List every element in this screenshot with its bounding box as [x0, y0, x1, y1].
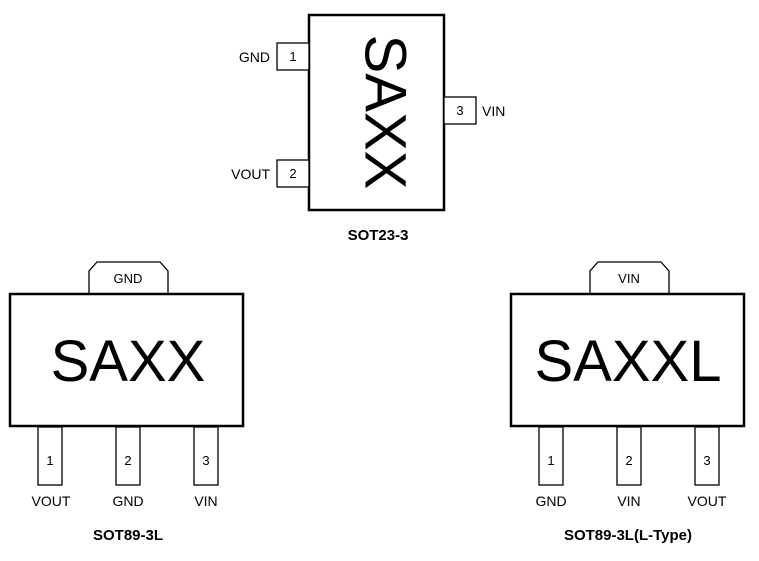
sot89-pin-2: [115, 426, 141, 486]
sot89-marking: SAXX: [51, 329, 206, 394]
sot89l-pin-2-label: VIN: [617, 493, 640, 509]
sot89l-pin-2-number: 2: [625, 453, 632, 468]
sot89l-pin-3: [694, 426, 720, 486]
sot23-pin-3: [443, 96, 477, 125]
sot23-pin-2: [276, 159, 310, 188]
sot23-pin-1-number: 1: [289, 49, 296, 64]
sot23-pin-3-label: VIN: [482, 103, 505, 119]
sot89-package: GND SAXX 1 VOUT 2 GND 3 VIN SOT89-3L: [8, 261, 245, 544]
sot89-caption: SOT89-3L: [93, 527, 163, 544]
sot23-pin-1: [276, 42, 310, 71]
sot89-pin-1-label: VOUT: [32, 493, 71, 509]
sot23-pin-2-label: VOUT: [231, 166, 270, 182]
sot89-pin-1-number: 1: [46, 453, 53, 468]
sot89-tab-label: GND: [114, 271, 143, 286]
sot23-package: SAXX 1 GND 2 VOUT 3 VIN SOT23-3: [231, 13, 505, 244]
sot23-pin-2-number: 2: [289, 166, 296, 181]
sot89-pin-3: [193, 426, 219, 486]
sot89l-tab: [589, 261, 670, 294]
sot23-body: [307, 13, 446, 212]
sot23-caption: SOT23-3: [348, 227, 409, 244]
sot23-pin-1-label: GND: [239, 49, 270, 65]
sot89l-body: [509, 292, 746, 428]
sot89-body: [8, 292, 245, 428]
sot89l-pin-2: [616, 426, 642, 486]
sot89-pin-2-number: 2: [124, 453, 131, 468]
sot89l-marking: SAXXL: [535, 329, 722, 394]
sot89-tab: [88, 261, 169, 294]
sot89-pin-2-label: GND: [112, 493, 143, 509]
sot23-pin-3-number: 3: [456, 103, 463, 118]
sot89l-caption: SOT89-3L(L-Type): [564, 527, 692, 544]
sot23-marking: SAXX: [353, 35, 418, 190]
sot89-pin-3-label: VIN: [194, 493, 217, 509]
sot89l-tab-label: VIN: [618, 271, 640, 286]
sot89-pin-1: [37, 426, 63, 486]
sot89l-pin-1-number: 1: [547, 453, 554, 468]
sot89l-pin-1: [538, 426, 564, 486]
sot89-pin-3-number: 3: [202, 453, 209, 468]
sot89l-pin-3-label: VOUT: [688, 493, 727, 509]
sot89l-pin-3-number: 3: [703, 453, 710, 468]
sot89l-pin-1-label: GND: [535, 493, 566, 509]
sot89l-package: VIN SAXXL 1 GND 2 VIN 3 VOUT SOT89-3L(L-…: [509, 261, 746, 544]
